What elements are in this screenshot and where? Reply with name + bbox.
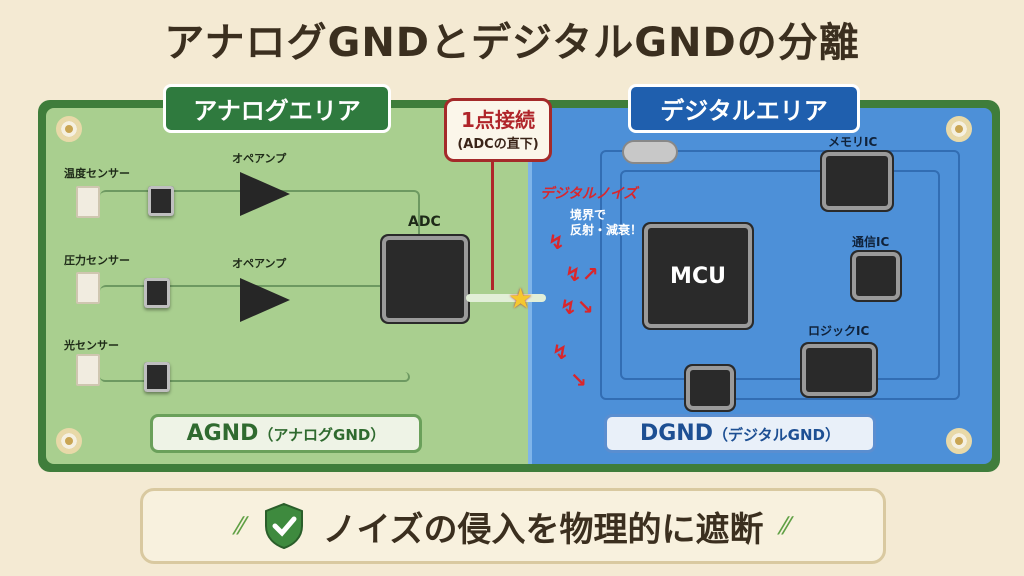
mounting-hole [56, 428, 82, 454]
noise-note-line: 境界で [570, 208, 607, 222]
mounting-hole [56, 116, 82, 142]
opamp-label: オペアンプ [232, 257, 287, 270]
sensor-label: 光センサー [64, 339, 119, 352]
callout-subtitle: (ADCの直下) [457, 137, 539, 152]
sensor-label: 圧力センサー [64, 254, 130, 267]
sensor-connector [76, 186, 100, 218]
noise-note-line: 反射・減衰！ [570, 223, 643, 237]
trace [620, 170, 940, 380]
sensor-label: 温度センサー [64, 167, 130, 180]
agnd-label: AGND（アナログGND） [150, 414, 422, 453]
adc-chip [386, 240, 464, 318]
small-ic-chip [690, 370, 730, 406]
trace [100, 372, 410, 382]
sparkle-icon: ⁄⁄ [781, 512, 790, 540]
noise-note: 境界で 反射・減衰！ [570, 208, 642, 238]
single-point-bridge [466, 294, 546, 302]
analog-area-label: アナログエリア [163, 84, 391, 133]
opamp-symbol [240, 172, 290, 216]
memory-ic-chip [826, 156, 888, 206]
logic-ic-chip [806, 348, 872, 392]
mounting-hole [946, 428, 972, 454]
comm-ic-label: 通信IC [852, 235, 890, 249]
buffer-chip [144, 278, 170, 308]
noise-arrow-icon: ↯ [548, 230, 565, 254]
noise-arrow-icon: ↯↘ [560, 295, 594, 319]
banner-text: ノイズの侵入を物理的に遮断 [322, 509, 764, 550]
page-title: アナログGNDとデジタルGNDの分離 [164, 20, 860, 66]
noise-arrow-icon: ↯ [552, 340, 569, 364]
callout-pointer [491, 160, 494, 290]
mcu-chip: MCU [648, 228, 748, 324]
memory-ic-label: メモリIC [828, 135, 878, 149]
shield-check-icon [264, 502, 303, 550]
dgnd-main: DGND [639, 421, 713, 446]
noise-label: デジタルノイズ [540, 186, 638, 202]
noise-arrow-icon: ↯↗ [565, 262, 599, 286]
digital-area-label: デジタルエリア [628, 84, 860, 133]
agnd-main: AGND [186, 421, 259, 446]
opamp-label: オペアンプ [232, 152, 287, 165]
noise-arrow-icon: ↘ [570, 368, 587, 392]
logic-ic-label: ロジックIC [808, 324, 870, 338]
adc-label: ADC [408, 214, 441, 230]
buffer-chip [148, 186, 174, 216]
opamp-symbol [240, 278, 290, 322]
agnd-sub: （アナログGND） [258, 426, 386, 444]
mounting-hole [946, 116, 972, 142]
digital-area [528, 108, 992, 464]
comm-ic-chip [856, 256, 896, 296]
single-point-callout: 1点接続 (ADCの直下) [444, 98, 552, 162]
callout-title: 1点接続 [461, 108, 535, 132]
sensor-connector [76, 272, 100, 304]
trace [600, 150, 960, 400]
summary-banner: ⁄⁄ ノイズの侵入を物理的に遮断 ⁄⁄ [140, 488, 886, 564]
sparkle-icon: ⁄⁄ [236, 512, 245, 540]
dgnd-sub: （デジタルGND） [712, 426, 841, 444]
sensor-connector [76, 354, 100, 386]
crystal-oscillator [622, 140, 678, 164]
dgnd-label: DGND（デジタルGND） [604, 414, 876, 453]
buffer-chip [144, 362, 170, 392]
star-icon: ★ [508, 282, 534, 315]
